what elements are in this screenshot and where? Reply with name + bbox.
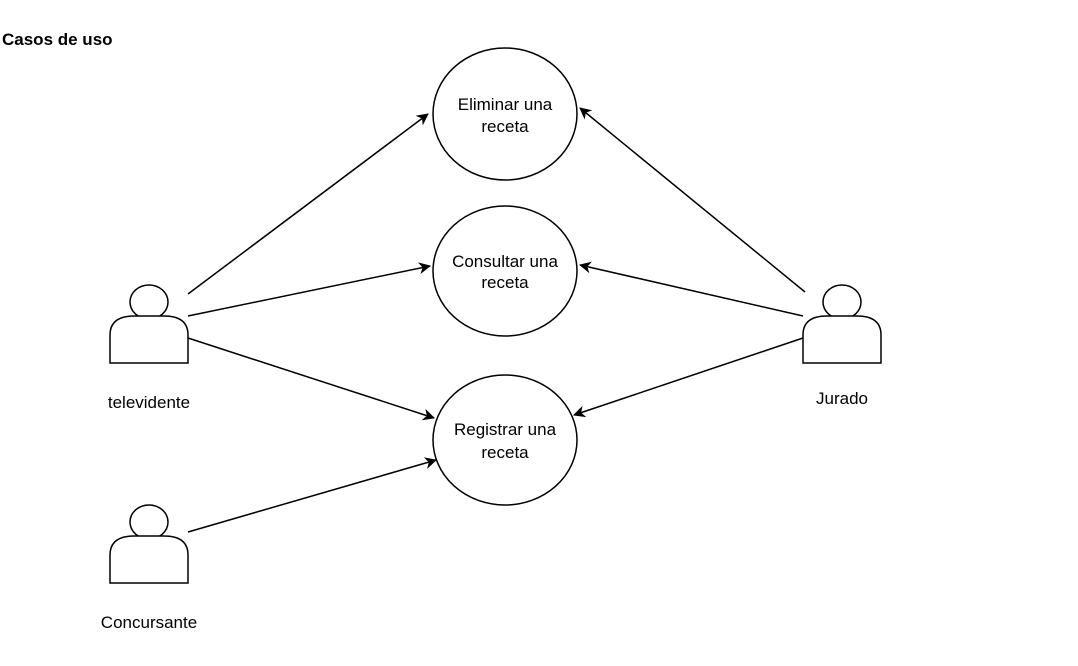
- use-case-registrar-line-2: receta: [481, 443, 529, 462]
- person-icon: [109, 504, 189, 584]
- association-jurado-to-registrar: [573, 337, 804, 418]
- actor-jurado-label: Jurado: [816, 389, 868, 408]
- actor-jurado[interactable]: Jurado: [802, 284, 882, 408]
- actor-televidente[interactable]: televidente: [108, 284, 190, 412]
- actor-concursante[interactable]: Concursante: [101, 504, 197, 632]
- use-case-eliminar[interactable]: Eliminar una receta: [432, 47, 578, 181]
- person-icon: [109, 284, 189, 364]
- actor-concursante-label: Concursante: [101, 613, 197, 632]
- use-case-eliminar-line-1: Eliminar una: [458, 95, 553, 114]
- use-case-registrar-line-1: Registrar una: [454, 420, 557, 439]
- association-televidente-to-consultar: [187, 262, 431, 317]
- association-televidente-to-eliminar: [187, 113, 429, 295]
- use-case-registrar[interactable]: Registrar una receta: [432, 374, 578, 506]
- diagram-title: Casos de uso: [2, 30, 113, 49]
- actor-televidente-label: televidente: [108, 393, 190, 412]
- use-case-eliminar-line-2: receta: [481, 117, 529, 136]
- association-jurado-to-eliminar: [579, 107, 806, 293]
- use-case-consultar-line-2: receta: [481, 273, 529, 292]
- association-concursante-to-registrar: [187, 457, 437, 533]
- association-televidente-to-registrar: [187, 337, 435, 421]
- association-jurado-to-consultar: [579, 261, 804, 317]
- associations: [187, 107, 806, 533]
- person-icon: [802, 284, 882, 364]
- use-case-consultar[interactable]: Consultar una receta: [432, 205, 578, 337]
- use-case-consultar-line-1: Consultar una: [452, 252, 558, 271]
